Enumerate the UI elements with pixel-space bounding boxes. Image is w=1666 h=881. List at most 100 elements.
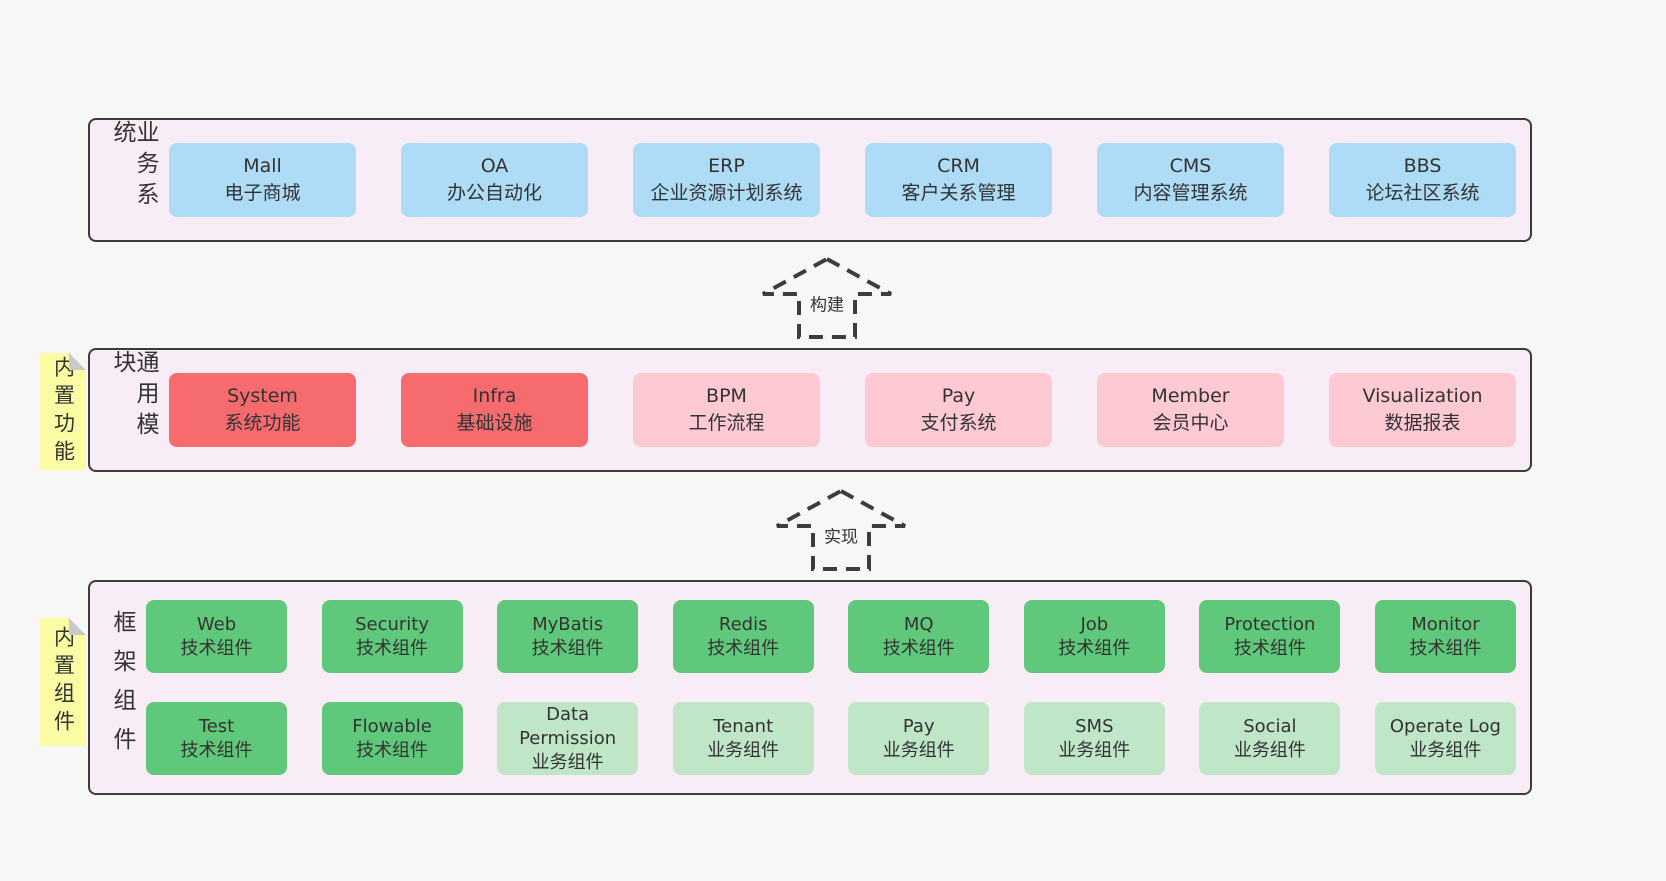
box-crm-subtitle: 客户关系管理 <box>901 182 1016 204</box>
box-protection-subtitle: 技术组件 <box>1233 637 1306 659</box>
box-mybatis-subtitle: 技术组件 <box>531 637 604 659</box>
box-bbs-title: BBS <box>1403 155 1442 177</box>
box-protection: Protection 技术组件 <box>1199 600 1341 673</box>
box-data-permission-title: Data Permission <box>519 703 617 749</box>
box-mq: MQ 技术组件 <box>848 600 990 673</box>
row-label-business-systems: 业务系统 <box>109 120 158 213</box>
box-mall: Mall 电子商城 <box>169 143 356 217</box>
sticky-note-builtin-features-label: 内置功能 <box>51 355 76 468</box>
box-test-subtitle: 技术组件 <box>180 739 253 761</box>
components-row-1: Web 技术组件 Security 技术组件 MyBatis 技术组件 Redi… <box>146 600 1516 673</box>
dashed-up-arrow-icon <box>762 256 892 339</box>
box-oa: OA 办公自动化 <box>401 143 588 217</box>
box-bbs: BBS 论坛社区系统 <box>1329 143 1516 217</box>
box-visualization: Visualization 数据报表 <box>1329 373 1516 447</box>
box-sms-subtitle: 业务组件 <box>1058 739 1131 761</box>
box-pay-component-subtitle: 业务组件 <box>882 739 955 761</box>
business-systems-row: 业务系统 Mall 电子商城 OA 办公自动化 ERP 企业资源计划系统 CRM… <box>88 118 1532 242</box>
box-mybatis: MyBatis 技术组件 <box>497 600 639 673</box>
box-cms-title: CMS <box>1169 155 1212 177</box>
box-sms: SMS 业务组件 <box>1023 702 1165 775</box>
box-tenant: Tenant 业务组件 <box>672 702 814 775</box>
common-modules-row: 通用模块 System 系统功能 Infra 基础设施 BPM 工作流程 Pay… <box>88 348 1532 472</box>
box-redis-title: Redis <box>718 613 768 635</box>
box-web-title: Web <box>196 613 237 635</box>
box-test: Test 技术组件 <box>146 702 287 775</box>
box-system-subtitle: 系统功能 <box>224 412 301 434</box>
box-mall-title: Mall <box>243 155 282 177</box>
business-systems-boxes: Mall 电子商城 OA 办公自动化 ERP 企业资源计划系统 CRM 客户关系… <box>156 143 1530 217</box>
box-operate-log-subtitle: 业务组件 <box>1409 739 1482 761</box>
box-erp: ERP 企业资源计划系统 <box>633 143 820 217</box>
box-infra-subtitle: 基础设施 <box>456 412 533 434</box>
box-security-title: Security <box>355 613 430 635</box>
box-protection-title: Protection <box>1224 613 1316 635</box>
box-infra-title: Infra <box>472 385 517 407</box>
box-mybatis-title: MyBatis <box>532 613 604 635</box>
box-social-title: Social <box>1243 715 1297 737</box>
box-monitor-title: Monitor <box>1411 613 1480 635</box>
box-test-title: Test <box>198 715 235 737</box>
box-tenant-title: Tenant <box>713 715 774 737</box>
box-visualization-title: Visualization <box>1362 385 1483 407</box>
box-operate-log: Operate Log 业务组件 <box>1374 702 1516 775</box>
box-erp-subtitle: 企业资源计划系统 <box>650 182 803 204</box>
box-flowable: Flowable 技术组件 <box>321 702 463 775</box>
box-bpm: BPM 工作流程 <box>633 373 820 447</box>
box-monitor-subtitle: 技术组件 <box>1409 637 1482 659</box>
box-security-subtitle: 技术组件 <box>356 637 429 659</box>
sticky-note-builtin-components: 内置组件 <box>40 618 86 746</box>
box-pay-module-subtitle: 支付系统 <box>920 412 997 434</box>
framework-components-row: 框架组件 Web 技术组件 Security 技术组件 MyBatis 技术组件… <box>88 580 1532 795</box>
box-pay-component: Pay 业务组件 <box>848 702 990 775</box>
dashed-up-arrow-icon <box>776 488 906 571</box>
components-row-2: Test 技术组件 Flowable 技术组件 Data Permission … <box>146 702 1516 775</box>
box-mall-subtitle: 电子商城 <box>224 182 301 204</box>
box-data-permission: Data Permission 业务组件 <box>497 702 639 775</box>
box-member: Member 会员中心 <box>1097 373 1284 447</box>
box-crm: CRM 客户关系管理 <box>865 143 1052 217</box>
box-system: System 系统功能 <box>169 373 356 447</box>
box-infra: Infra 基础设施 <box>401 373 588 447</box>
box-pay-module-title: Pay <box>941 385 976 407</box>
box-mq-title: MQ <box>903 613 934 635</box>
box-pay-module: Pay 支付系统 <box>865 373 1052 447</box>
box-member-title: Member <box>1151 385 1230 407</box>
box-member-subtitle: 会员中心 <box>1152 412 1229 434</box>
box-web-subtitle: 技术组件 <box>180 637 253 659</box>
box-social: Social 业务组件 <box>1199 702 1341 775</box>
box-bbs-subtitle: 论坛社区系统 <box>1365 182 1480 204</box>
row-label-framework-components: 框架组件 <box>109 609 135 766</box>
box-sms-title: SMS <box>1075 715 1114 737</box>
arrow-implement: 实现 <box>772 488 910 572</box>
box-data-permission-subtitle: 业务组件 <box>531 751 604 773</box>
box-crm-title: CRM <box>937 155 980 177</box>
box-tenant-subtitle: 业务组件 <box>707 739 780 761</box>
box-security: Security 技术组件 <box>321 600 463 673</box>
box-monitor: Monitor 技术组件 <box>1374 600 1516 673</box>
common-modules-boxes: System 系统功能 Infra 基础设施 BPM 工作流程 Pay 支付系统… <box>156 373 1530 447</box>
arrow-implement-label: 实现 <box>821 522 861 548</box>
box-pay-component-title: Pay <box>902 715 935 737</box>
box-web: Web 技术组件 <box>146 600 287 673</box>
box-erp-title: ERP <box>708 155 745 177</box>
box-flowable-title: Flowable <box>352 715 432 737</box>
box-redis-subtitle: 技术组件 <box>707 637 780 659</box>
box-job: Job 技术组件 <box>1023 600 1165 673</box>
box-system-title: System <box>227 385 298 407</box>
box-visualization-subtitle: 数据报表 <box>1384 412 1461 434</box>
box-oa-subtitle: 办公自动化 <box>446 182 542 204</box>
box-job-title: Job <box>1080 613 1109 635</box>
box-cms: CMS 内容管理系统 <box>1097 143 1284 217</box>
arrow-build-label: 构建 <box>807 290 847 316</box>
box-cms-subtitle: 内容管理系统 <box>1133 182 1248 204</box>
box-oa-title: OA <box>480 155 509 177</box>
box-bpm-title: BPM <box>706 385 747 407</box>
row-label-common-modules: 通用模块 <box>109 350 158 443</box>
box-redis: Redis 技术组件 <box>672 600 814 673</box>
box-bpm-subtitle: 工作流程 <box>688 412 765 434</box>
box-job-subtitle: 技术组件 <box>1058 637 1131 659</box>
box-flowable-subtitle: 技术组件 <box>356 739 429 761</box>
box-operate-log-title: Operate Log <box>1389 715 1501 737</box>
